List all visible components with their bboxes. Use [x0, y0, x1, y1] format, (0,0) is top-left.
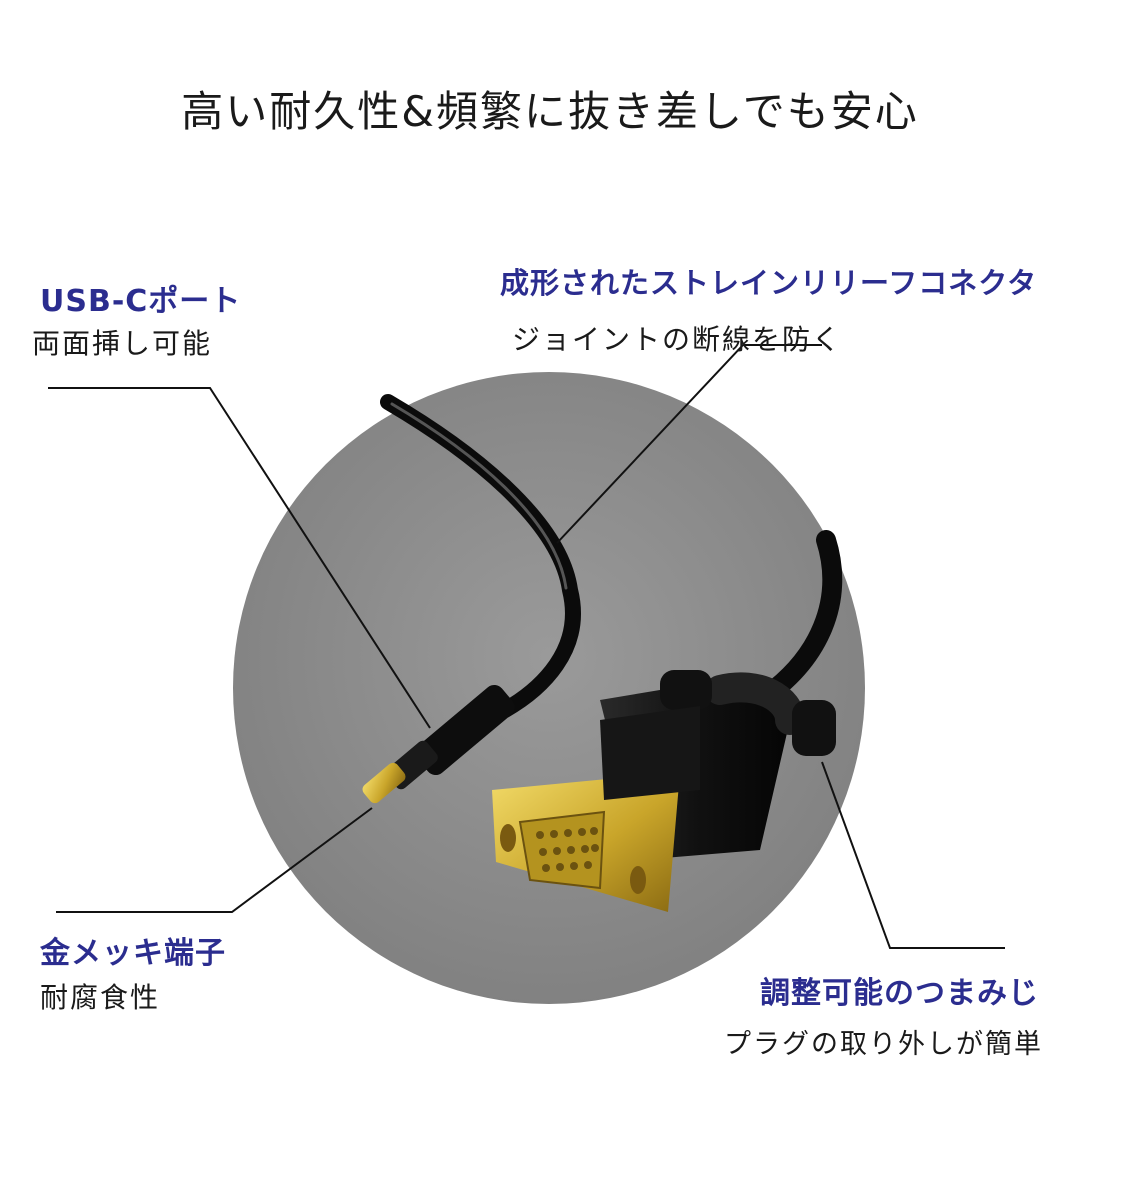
leader-lines	[48, 344, 1005, 949]
usb-cable-highlight	[390, 402, 568, 590]
gold-plating-subtitle: 耐腐食性	[40, 981, 161, 1014]
gold-plating-title: 金メッキ端子	[40, 936, 226, 971]
usb-c-plug	[362, 684, 515, 804]
leader-thumbscrew	[821, 761, 1005, 949]
strain-relief-title: 成形されたストレインリリーフコネクタ	[500, 266, 1038, 300]
leader-gold-plating	[56, 807, 373, 913]
strain-relief-subtitle: ジョイントの断線を防く	[512, 323, 843, 356]
leader-strain-relief	[556, 344, 822, 544]
usb-c-subtitle: 両面挿し可能	[32, 327, 213, 360]
headline: 高い耐久性&頻繁に抜き差しでも安心	[181, 87, 919, 136]
vga-connector	[492, 670, 836, 912]
usb-c-title: USB-Cポート	[40, 284, 242, 319]
thumbscrew-subtitle: プラグの取り外しが簡単	[724, 1029, 1043, 1060]
leader-usb-c	[48, 387, 431, 729]
thumbscrew-title: 調整可能のつまみじ	[760, 976, 1039, 1011]
